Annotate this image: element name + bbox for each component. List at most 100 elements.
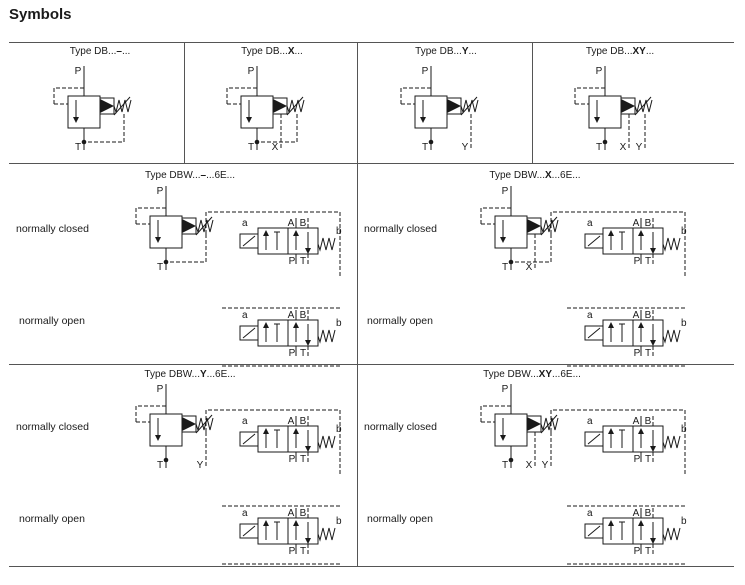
valve-envelope-2: [287, 425, 319, 453]
return-spring: [317, 527, 336, 542]
flow-arrow: [293, 520, 299, 526]
port-label-A: A: [288, 218, 295, 229]
valve-envelope-1: [257, 227, 289, 255]
pilot-cone: [527, 417, 541, 431]
pilot-cone: [527, 219, 541, 233]
valve-body: [494, 215, 528, 249]
flow-arrow: [650, 538, 656, 544]
pilot-line: [257, 114, 298, 143]
solenoid-coil-line: [587, 525, 601, 537]
vent-line: [205, 211, 341, 276]
valve-envelope-1: [602, 425, 634, 453]
port-label-B: B: [645, 508, 652, 519]
port-label-A: A: [633, 508, 640, 519]
adjust-arrow: [460, 96, 478, 116]
port-label-T: T: [157, 460, 163, 471]
col-divider-top-1: [184, 42, 185, 163]
flow-arrow: [293, 230, 299, 236]
junction-dot: [254, 139, 260, 145]
vent-line: [550, 211, 686, 276]
flow-arrow: [246, 117, 252, 123]
table-top-rule: [9, 42, 734, 43]
pilot-cone: [182, 417, 196, 431]
port-label-b: b: [681, 318, 687, 329]
port-label-T: T: [300, 546, 306, 557]
pilot-cone: [621, 99, 635, 113]
state-label-open: normally open: [367, 513, 433, 525]
row-divider-2: [9, 364, 734, 365]
port-label-B: B: [300, 310, 307, 321]
port-label-a: a: [242, 416, 248, 427]
return-spring: [662, 527, 681, 542]
flow-arrow: [500, 237, 506, 243]
port-label-A: A: [288, 310, 295, 321]
adjust-arrow: [286, 96, 304, 116]
return-spring: [662, 237, 681, 252]
solenoid-coil-line: [242, 525, 256, 537]
port-label-b: b: [336, 226, 342, 237]
solenoid-coil-line: [587, 327, 601, 339]
port-label-P: P: [634, 454, 641, 465]
port-label-T: T: [422, 142, 428, 153]
col-divider-top-3: [532, 42, 533, 163]
port-label-P: P: [634, 256, 641, 267]
valve-envelope-2: [632, 517, 664, 545]
port-label-T: T: [596, 142, 602, 153]
flow-arrow: [638, 230, 644, 236]
port-label-P: P: [248, 66, 255, 77]
port-label-X: X: [526, 460, 533, 471]
pilot-cone: [273, 99, 287, 113]
port-label-P: P: [289, 256, 296, 267]
header-db-xy: Type DB...XY...: [585, 46, 655, 57]
pilot-cone: [447, 99, 461, 113]
port-label-a: a: [587, 416, 593, 427]
junction-dot: [163, 457, 169, 463]
flow-arrow: [263, 322, 269, 328]
port-label-a: a: [587, 218, 593, 229]
flow-arrow: [594, 117, 600, 123]
port-label-X: X: [526, 262, 533, 273]
port-label-T: T: [248, 142, 254, 153]
port-label-P: P: [289, 546, 296, 557]
port-label-T: T: [502, 460, 508, 471]
port-label-Y: Y: [197, 460, 204, 471]
solenoid-coil-line: [242, 327, 256, 339]
port-label-P: P: [289, 348, 296, 359]
state-label-closed: normally closed: [16, 421, 89, 433]
valve-body: [67, 95, 101, 129]
junction-dot: [508, 457, 514, 463]
port-label-T: T: [300, 256, 306, 267]
port-label-P: P: [502, 186, 509, 197]
return-spring: [317, 237, 336, 252]
valve-envelope-2: [287, 517, 319, 545]
vent-line: [205, 409, 341, 474]
port-label-P: P: [596, 66, 603, 77]
adjust-arrow: [195, 414, 213, 434]
port-label-T: T: [645, 454, 651, 465]
junction-dot: [428, 139, 434, 145]
header-dbw-xy: Type DBW...XY...6E...: [483, 369, 581, 380]
pilot-line: [574, 87, 605, 104]
table-bottom-rule: [9, 566, 734, 567]
solenoid-coil-line: [242, 433, 256, 445]
flow-arrow: [263, 230, 269, 236]
solenoid-coil-line: [242, 235, 256, 247]
row-divider-1: [9, 163, 734, 164]
valve-body: [240, 95, 274, 129]
port-label-T: T: [645, 256, 651, 267]
return-spring: [662, 329, 681, 344]
pilot-line: [511, 234, 552, 263]
port-label-A: A: [288, 508, 295, 519]
junction-dot: [602, 139, 608, 145]
flow-arrow: [608, 230, 614, 236]
port-label-b: b: [336, 516, 342, 527]
port-label-X: X: [620, 142, 627, 153]
port-label-T: T: [502, 262, 508, 273]
header-db: Type DB...–...: [69, 46, 131, 57]
port-label-Y: Y: [462, 142, 469, 153]
flow-arrow: [305, 248, 311, 254]
